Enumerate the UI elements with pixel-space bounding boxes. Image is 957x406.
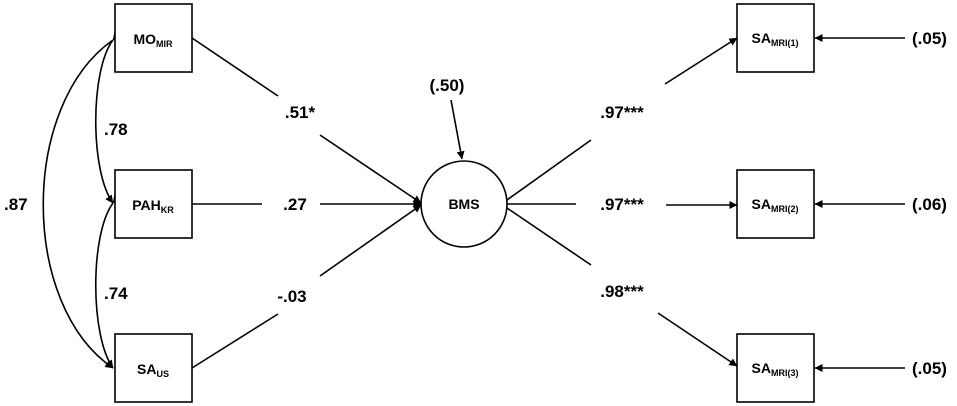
load-mri3-label: .98*** bbox=[600, 282, 644, 301]
corr-mo-sa-label: .87 bbox=[4, 195, 28, 214]
sa-mri3-label: SAMRI(3) bbox=[752, 360, 799, 378]
path-mo-bms-label: .51* bbox=[285, 103, 316, 122]
sa-mri1-label: SAMRI(1) bbox=[752, 30, 799, 48]
pah-kr-sub: KR bbox=[161, 205, 174, 215]
bms-residual-label: (.50) bbox=[430, 76, 465, 95]
mri3-residual-label: (.05) bbox=[912, 359, 947, 378]
corr-pah-sa-label: .74 bbox=[104, 284, 128, 303]
sa-mri2-label: SAMRI(2) bbox=[752, 196, 799, 214]
sa-mri2-sub: MRI(2) bbox=[771, 204, 799, 214]
mri2-residual-label: (.06) bbox=[912, 195, 947, 214]
sa-mri1-base: SA bbox=[752, 30, 771, 46]
mo-mir-box bbox=[114, 3, 193, 73]
mri1-residual-label: (.05) bbox=[912, 29, 947, 48]
mo-mir-sub: MIR bbox=[156, 39, 173, 49]
path-sa-bms-label: -.03 bbox=[277, 287, 306, 306]
pah-kr-label: PAHKR bbox=[132, 197, 174, 215]
corr-mo-pah-label: .78 bbox=[104, 120, 128, 139]
path-mo-bms-seg2 bbox=[319, 134, 422, 204]
path-sa-bms-seg2 bbox=[319, 204, 422, 277]
load-mri3-seg2 bbox=[657, 312, 738, 367]
pah-kr-base: PAH bbox=[132, 197, 161, 213]
corr-arc-mo-sa bbox=[42, 32, 122, 369]
load-mri1-label: .97*** bbox=[600, 103, 644, 122]
mo-mir-base: MO bbox=[133, 31, 156, 47]
path-pah-bms-label: .27 bbox=[283, 195, 307, 214]
sa-us-sub: US bbox=[156, 369, 169, 379]
path-mo-bms-seg1 bbox=[191, 37, 279, 97]
load-mri1-seg1 bbox=[506, 139, 592, 201]
mo-mir-label: MOMIR bbox=[133, 31, 173, 49]
load-mri3-seg1 bbox=[506, 207, 592, 266]
sa-mri2-base: SA bbox=[752, 196, 771, 212]
load-mri2-label: .97*** bbox=[600, 195, 644, 214]
sa-mri3-sub: MRI(3) bbox=[771, 368, 799, 378]
sa-mri2-box bbox=[736, 169, 815, 239]
bms-label: BMS bbox=[448, 196, 479, 212]
path-sa-bms-seg1 bbox=[191, 313, 279, 369]
bms-residual-arrow bbox=[450, 99, 465, 160]
sa-mri1-box bbox=[736, 3, 815, 73]
sa-us-base: SA bbox=[137, 361, 156, 377]
sa-mri1-sub: MRI(1) bbox=[771, 38, 799, 48]
load-mri1-seg2 bbox=[664, 37, 738, 85]
sa-mri3-base: SA bbox=[752, 360, 771, 376]
pah-kr-box bbox=[114, 169, 193, 239]
sa-us-label: SAUS bbox=[137, 361, 169, 379]
sa-mri3-box bbox=[736, 333, 815, 403]
